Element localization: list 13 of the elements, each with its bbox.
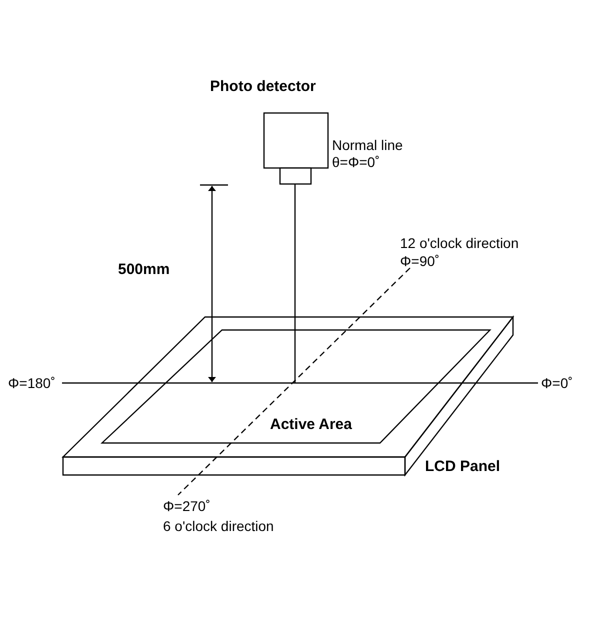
panel-label: LCD Panel — [425, 458, 500, 475]
dimension-label: 500mm — [118, 261, 170, 278]
detector-label: Photo detector — [210, 78, 316, 95]
detector-caption: Normal line — [332, 137, 403, 154]
detector-caption: θ=Φ=0˚ — [332, 154, 380, 171]
angle-label: Φ=270˚ — [163, 498, 210, 515]
angle-label: Φ=0˚ — [541, 375, 573, 392]
direction-label: 12 o'clock direction — [400, 235, 519, 252]
angle-label: Φ=180˚ — [8, 375, 56, 392]
direction-label: 6 o'clock direction — [163, 518, 274, 535]
area-label: Active Area — [270, 416, 352, 433]
angle-label: Φ=90˚ — [400, 253, 440, 270]
normal-line — [294, 184, 296, 383]
